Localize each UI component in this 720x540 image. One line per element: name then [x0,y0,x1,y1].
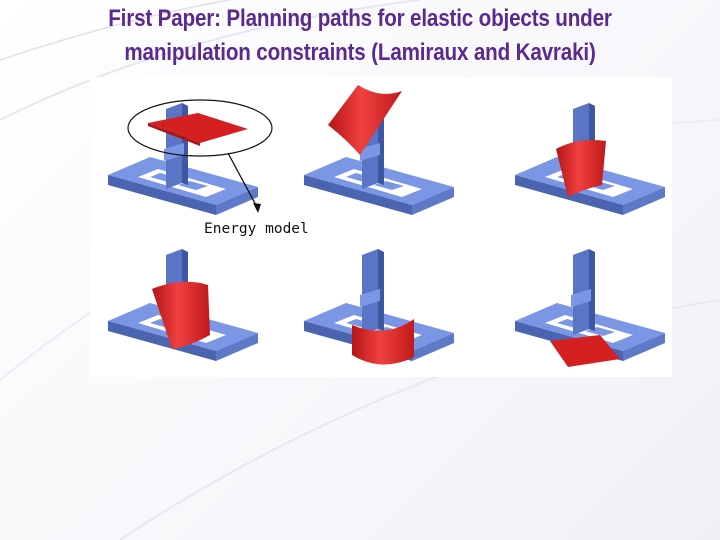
cylinder-sheet [352,319,414,365]
energy-model-label: Energy model [204,221,309,237]
slide-title: First Paper: Planning paths for elastic … [0,2,720,70]
wrapped-sheet [152,281,210,349]
highlight-ellipse [127,99,273,157]
panel-1 [108,99,273,215]
paper-figure: Energy model [90,77,672,377]
pointer-arrow [227,152,259,210]
panel-5 [304,249,454,365]
title-line-2: manipulation constraints (Lamiraux and K… [124,39,596,66]
panel-3 [515,103,665,215]
panel-2 [304,85,454,215]
manipulation-sequence-illustration [108,85,665,367]
bent-sheet [328,85,402,155]
released-sheet [550,335,620,367]
curled-sheet [556,140,606,197]
title-line-1: First Paper: Planning paths for elastic … [108,5,612,32]
panel-4 [108,249,258,361]
flat-sheet [148,113,248,143]
panel-6 [515,249,665,367]
